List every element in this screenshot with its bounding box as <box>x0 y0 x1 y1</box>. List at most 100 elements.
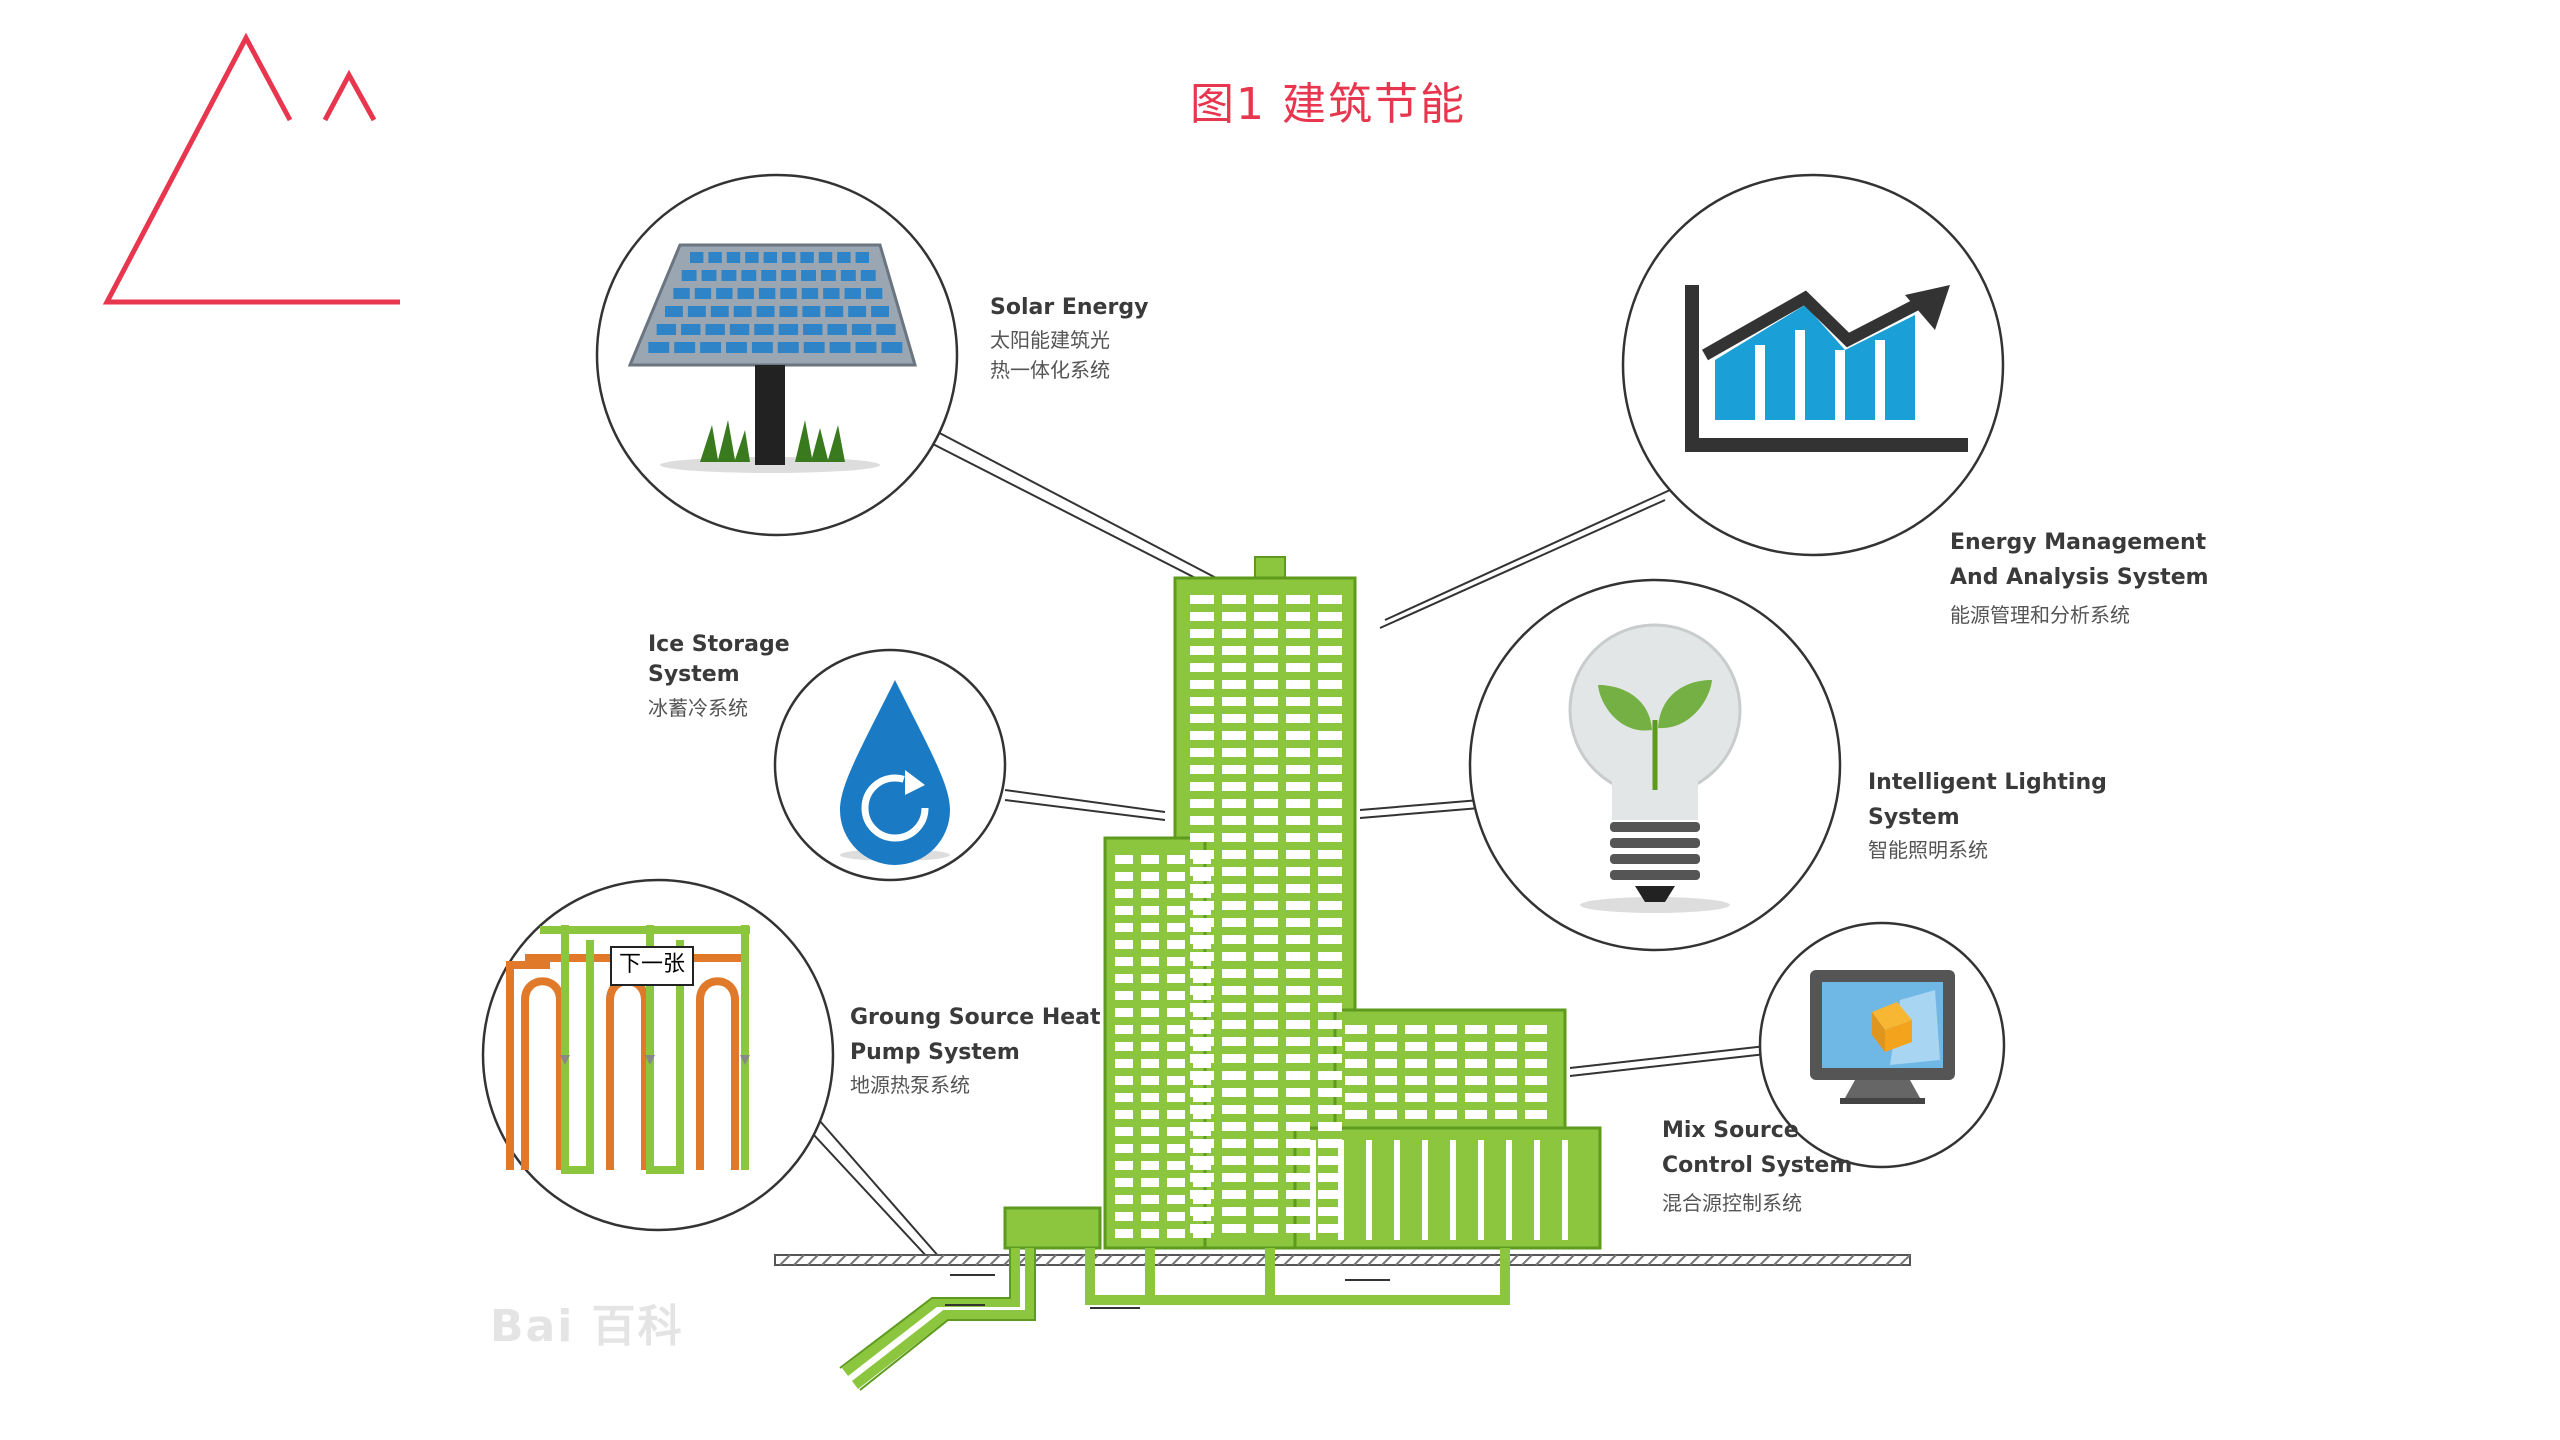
window <box>1286 714 1310 723</box>
window <box>1167 991 1185 1000</box>
window <box>1167 940 1185 949</box>
window <box>1167 906 1185 915</box>
window <box>1190 1088 1214 1097</box>
window <box>1193 1076 1211 1085</box>
solar-cell <box>761 270 777 281</box>
window <box>1366 1140 1372 1240</box>
window <box>1222 731 1246 740</box>
window <box>1318 799 1342 808</box>
window <box>1318 1156 1342 1165</box>
ground-hatch <box>1367 1254 1379 1266</box>
window <box>1141 1229 1159 1238</box>
window <box>1254 1020 1278 1029</box>
window <box>1405 1076 1427 1085</box>
window <box>1167 872 1185 881</box>
window <box>1318 986 1342 995</box>
window <box>1286 765 1310 774</box>
window <box>1193 974 1211 983</box>
solar-cell <box>737 288 754 299</box>
window <box>1318 1088 1342 1097</box>
window <box>1190 986 1214 995</box>
window <box>1318 850 1342 859</box>
ground-hatch <box>1577 1254 1589 1266</box>
lighting-label-en2: System <box>1868 805 1960 830</box>
window <box>1495 1025 1517 1034</box>
solar-cell <box>700 342 722 353</box>
solar-cell <box>681 324 701 335</box>
ground-hatch <box>1871 1254 1883 1266</box>
ground-hatch <box>1241 1254 1253 1266</box>
window <box>1115 872 1133 881</box>
window <box>1254 986 1278 995</box>
window <box>1286 986 1310 995</box>
solar-cell <box>778 324 799 335</box>
window <box>1115 1059 1133 1068</box>
window <box>1286 901 1310 910</box>
window <box>1190 1156 1214 1165</box>
window <box>1254 697 1278 706</box>
window <box>1286 1156 1310 1165</box>
window <box>1345 1110 1367 1119</box>
window <box>1318 748 1342 757</box>
window <box>1318 1122 1342 1131</box>
window <box>1141 872 1159 881</box>
window <box>1222 1122 1246 1131</box>
window <box>1286 884 1310 893</box>
window <box>1254 612 1278 621</box>
window <box>1222 935 1246 944</box>
window <box>1495 1076 1517 1085</box>
lighting-label-en1: Intelligent Lighting <box>1868 770 2107 795</box>
solar-cell <box>801 270 816 281</box>
next-image-button[interactable]: 下一张 <box>610 946 694 986</box>
window <box>1286 1054 1310 1063</box>
solar-cell <box>803 342 825 353</box>
window <box>1190 1207 1214 1216</box>
window <box>1375 1042 1397 1051</box>
window <box>1222 1054 1246 1063</box>
window <box>1141 1178 1159 1187</box>
window <box>1167 855 1185 864</box>
window <box>1141 1025 1159 1034</box>
window <box>1435 1110 1457 1119</box>
solar-cell <box>801 288 819 299</box>
window <box>1222 1020 1246 1029</box>
window <box>1222 612 1246 621</box>
ground-hatch <box>877 1254 889 1266</box>
ground-hatch <box>1255 1254 1267 1266</box>
solar-cell <box>687 306 706 317</box>
window <box>1115 940 1133 949</box>
window <box>1190 952 1214 961</box>
window <box>1375 1059 1397 1068</box>
solar-cell <box>782 252 796 263</box>
window <box>1286 782 1310 791</box>
solar-panel-icon <box>627 243 917 473</box>
window <box>1190 816 1214 825</box>
window <box>1222 901 1246 910</box>
window <box>1115 1025 1133 1034</box>
ice-label-en1: Ice Storage <box>648 632 790 657</box>
window <box>1318 952 1342 961</box>
water-drop-icon <box>840 680 950 865</box>
solar-cell <box>803 324 823 335</box>
energy-chart-icon <box>1685 285 1968 452</box>
window <box>1254 1088 1278 1097</box>
window <box>1286 816 1310 825</box>
window <box>1222 1088 1246 1097</box>
solar-cell <box>665 306 683 317</box>
window <box>1310 1140 1316 1240</box>
window <box>1435 1025 1457 1034</box>
window <box>1193 1161 1211 1170</box>
window <box>1286 612 1310 621</box>
window <box>1375 1110 1397 1119</box>
ground-hatch <box>919 1254 931 1266</box>
window <box>1167 1059 1185 1068</box>
window <box>1222 680 1246 689</box>
ground-hatch <box>1465 1254 1477 1266</box>
ground-hatch <box>975 1254 987 1266</box>
ground-hatch <box>821 1254 833 1266</box>
window <box>1318 918 1342 927</box>
ground-hatch <box>1311 1254 1323 1266</box>
ice-storage-label: Ice Storage System 冰蓄冷系统 <box>648 630 790 723</box>
window <box>1115 1178 1133 1187</box>
window <box>1318 833 1342 842</box>
